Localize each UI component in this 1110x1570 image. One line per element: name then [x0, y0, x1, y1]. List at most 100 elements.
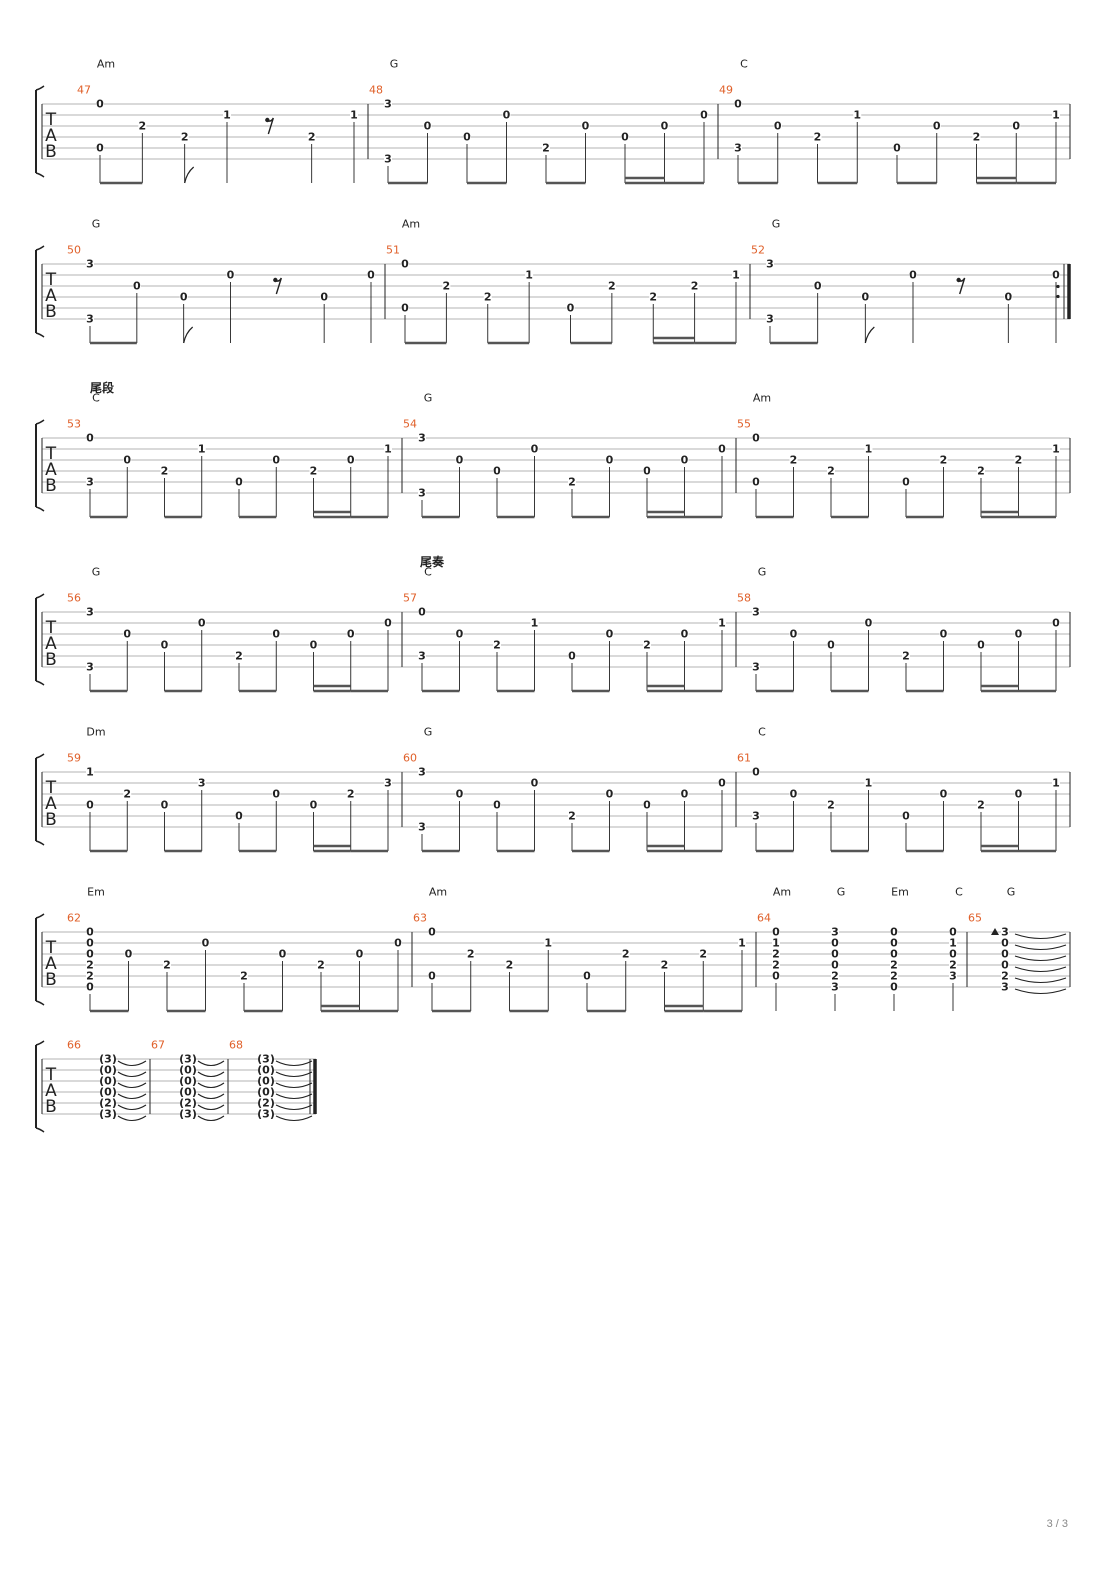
chord-name: G	[837, 886, 846, 899]
fret-mask	[752, 767, 760, 777]
fret-number: 0	[752, 766, 760, 779]
fret-number: 0	[1012, 120, 1020, 133]
fret-mask	[197, 618, 206, 628]
fret-mask	[86, 938, 94, 948]
section-label: 尾奏	[420, 554, 445, 569]
fret-number: 2	[622, 948, 630, 961]
fret-number: 2	[772, 959, 780, 972]
fret-mask	[258, 1098, 274, 1108]
fret-mask	[813, 132, 822, 142]
fret-number: 0	[790, 788, 798, 801]
fret-number: 3	[384, 777, 392, 790]
fret-mask	[505, 960, 514, 970]
fret-number: 1	[865, 443, 873, 456]
fret-mask	[320, 292, 329, 302]
fret-number: 0	[582, 120, 590, 133]
fret-number: 2	[123, 788, 131, 801]
fret-mask	[621, 132, 629, 142]
tab-clef-letter: A	[45, 954, 57, 974]
fret-number: (0)	[257, 1064, 275, 1077]
fret-number: 2	[890, 970, 898, 983]
fret-number: 1	[1052, 777, 1060, 790]
fret-mask	[100, 1109, 116, 1119]
fret-number: 1	[86, 766, 94, 779]
measure-number: 48	[369, 84, 383, 97]
fret-number: 0	[133, 280, 141, 293]
fret-mask	[949, 971, 957, 981]
fret-mask	[317, 960, 325, 970]
fret-number: 0	[394, 937, 402, 950]
fret-number: 1	[865, 777, 873, 790]
fret-number: 0	[940, 628, 948, 641]
fret-mask	[1052, 270, 1060, 280]
fret-mask	[772, 949, 780, 959]
fret-mask	[525, 270, 534, 280]
fret-mask	[197, 444, 206, 454]
fret-mask	[660, 960, 669, 970]
fret-mask	[772, 927, 780, 937]
fret-mask	[718, 778, 726, 788]
page-number: 3 / 3	[1046, 1518, 1068, 1530]
fret-mask	[939, 629, 948, 639]
fret-number: 0	[202, 937, 210, 950]
fret-number: 1	[1052, 443, 1060, 456]
fret-number: 3	[766, 313, 774, 326]
fret-number: 0	[772, 926, 780, 939]
chord-name: G	[758, 566, 767, 579]
fret-mask	[890, 938, 898, 948]
tab-clef-letter: A	[45, 460, 57, 480]
fret-mask	[752, 433, 760, 443]
fret-number: 0	[681, 454, 689, 467]
bracket-top-hook	[35, 245, 45, 251]
bracket-bottom-hook	[35, 1127, 45, 1133]
eighth-flag	[184, 166, 195, 184]
chord-name: Em	[87, 886, 105, 899]
fret-number: 2	[86, 970, 94, 983]
chord-name: G	[92, 566, 101, 579]
fret-number: (0)	[179, 1064, 197, 1077]
fret-number: 2	[790, 454, 798, 467]
fret-number: 3	[949, 970, 957, 983]
fret-mask	[699, 949, 708, 959]
let-ring-tie	[1014, 988, 1067, 995]
fret-number: 0	[86, 926, 94, 939]
fret-number: 0	[902, 476, 910, 489]
fret-mask	[483, 292, 492, 302]
fret-mask	[607, 281, 616, 291]
fret-mask	[530, 618, 539, 628]
fret-mask	[831, 949, 839, 959]
fret-number: 0	[949, 948, 957, 961]
fret-number: 2	[308, 131, 316, 144]
measure-number: 68	[229, 1039, 243, 1052]
fret-number: 0	[428, 970, 436, 983]
fret-mask	[100, 1098, 116, 1108]
fret-number: 2	[484, 291, 492, 304]
fret-mask	[789, 455, 798, 465]
fret-mask	[530, 444, 539, 454]
fret-mask	[932, 121, 941, 131]
fret-mask	[789, 629, 798, 639]
fret-number: 0	[621, 131, 629, 144]
fret-number: (2)	[99, 1097, 117, 1110]
let-ring-tie	[197, 1093, 225, 1100]
fret-mask	[1014, 789, 1023, 799]
fret-mask	[423, 121, 432, 131]
fret-number: 2	[181, 131, 189, 144]
fret-number: 3	[752, 810, 760, 823]
fret-mask	[455, 629, 464, 639]
fret-number: 0	[567, 302, 575, 315]
tab-clef-letter: B	[45, 650, 57, 670]
fret-mask	[902, 811, 910, 821]
fret-number: 2	[467, 948, 475, 961]
fret-mask	[766, 314, 774, 324]
fret-number: 3	[734, 142, 742, 155]
fret-number: 0	[865, 617, 873, 630]
fret-mask	[752, 477, 760, 487]
fret-number: 3	[831, 981, 839, 994]
fret-mask	[86, 433, 94, 443]
fret-number: 0	[531, 443, 539, 456]
fret-mask	[772, 938, 780, 948]
fret-mask	[350, 110, 358, 120]
fret-mask	[1012, 121, 1021, 131]
fret-number: 0	[96, 142, 104, 155]
